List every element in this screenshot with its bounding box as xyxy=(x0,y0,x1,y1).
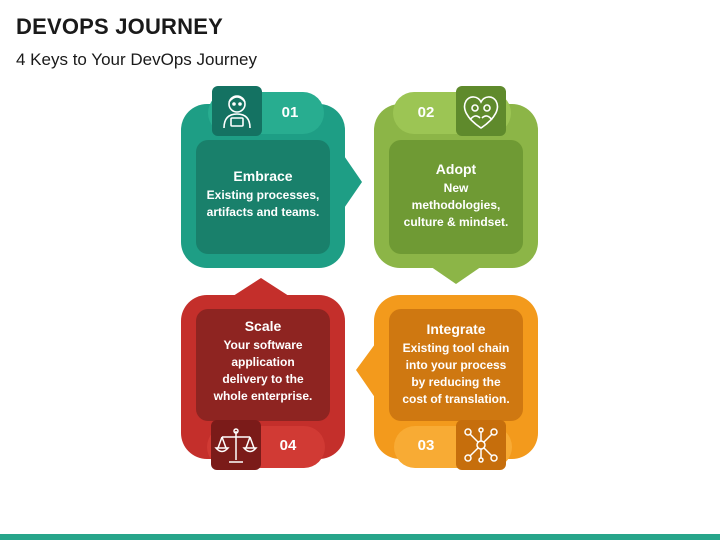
page-title: DEVOPS JOURNEY xyxy=(16,14,223,39)
card-inner xyxy=(196,309,330,421)
step-heading: Integrate xyxy=(426,321,486,337)
developer-avatar-icon xyxy=(223,95,251,129)
page-subtitle: 4 Keys to Your DevOps Journey xyxy=(16,50,257,69)
description-line: cost of translation. xyxy=(402,392,510,406)
step-card-integrate xyxy=(374,295,538,470)
step-description: Your software application delivery to th… xyxy=(196,337,330,405)
description-line: Existing tool chain xyxy=(402,341,510,355)
description-line: methodologies, xyxy=(411,198,501,212)
description-line: Your software xyxy=(223,338,303,352)
balance-scale-icon xyxy=(214,428,258,463)
step-number-embrace: 01 xyxy=(281,104,299,121)
icon-box xyxy=(456,420,506,470)
step-text-adopt: Adopt New methodologies, culture & minds… xyxy=(389,161,523,231)
description-line: whole enterprise. xyxy=(213,389,313,403)
network-nodes-icon xyxy=(464,427,498,463)
step-card-adopt xyxy=(374,86,538,268)
card-inner xyxy=(389,309,523,421)
step-card-embrace xyxy=(181,86,345,268)
icon-box xyxy=(212,86,262,136)
step-description: New methodologies, culture & mindset. xyxy=(389,180,523,231)
card-inner xyxy=(196,140,330,254)
step-description: Existing tool chain into your process by… xyxy=(389,340,523,408)
description-line: artifacts and teams. xyxy=(206,205,320,219)
step-card-scale xyxy=(181,295,345,470)
step-text-integrate: Integrate Existing tool chain into your … xyxy=(389,321,523,408)
connector-arrow-right xyxy=(340,150,362,214)
description-line: culture & mindset. xyxy=(403,215,509,229)
bottom-accent-bar xyxy=(0,534,720,540)
step-number-adopt: 02 xyxy=(417,104,435,121)
card-inner xyxy=(389,140,523,254)
step-description: Existing processes, artifacts and teams. xyxy=(196,187,330,221)
connector-arrow-left xyxy=(356,340,378,402)
step-heading: Scale xyxy=(244,318,282,334)
description-line: by reducing the xyxy=(411,375,501,389)
connector-arrow-up xyxy=(230,278,292,298)
step-heading: Embrace xyxy=(233,168,293,184)
step-number-scale: 04 xyxy=(279,437,297,454)
step-text-embrace: Embrace Existing processes, artifacts an… xyxy=(196,168,330,221)
description-line: delivery to the xyxy=(222,372,304,386)
description-line: application xyxy=(231,355,295,369)
description-line: into your process xyxy=(405,358,507,372)
step-text-scale: Scale Your software application delivery… xyxy=(196,318,330,405)
step-number-integrate: 03 xyxy=(417,437,435,454)
description-line: New xyxy=(443,181,469,195)
heart-team-icon xyxy=(463,96,499,129)
step-heading: Adopt xyxy=(435,161,477,177)
description-line: Existing processes, xyxy=(206,188,320,202)
